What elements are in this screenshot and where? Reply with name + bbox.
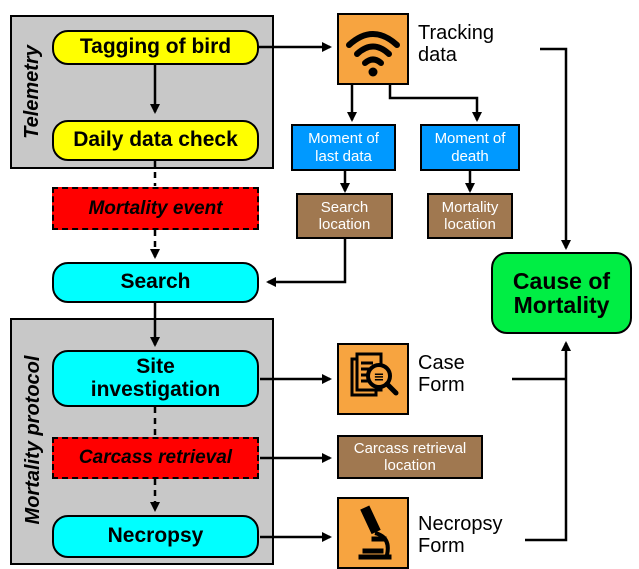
- step-site-investigation: Site investigation: [52, 350, 259, 407]
- carcass-location-box: Carcass retrieval location: [337, 435, 483, 479]
- arrow-necropsy-to-cause: [525, 341, 571, 542]
- mortality-location-box: Mortality location: [427, 193, 513, 239]
- step-search: Search: [52, 262, 259, 303]
- moment-last-data-box: Moment of last data: [291, 124, 396, 171]
- step-mortality-event: Mortality event: [52, 187, 259, 230]
- document-search-icon: ≡: [337, 343, 409, 415]
- arrow-tracking-to-cause: [540, 47, 571, 250]
- necropsy-form-label: Necropsy Form: [418, 513, 503, 557]
- step-carcass-retrieval: Carcass retrieval: [52, 437, 259, 479]
- arrow-searchloc-to-search: [266, 238, 347, 287]
- wifi-signal-icon: [337, 13, 409, 85]
- tracking-data-label: Tracking data: [418, 22, 494, 66]
- case-form-label: Case Form: [418, 352, 465, 396]
- step-daily-check: Daily data check: [52, 120, 259, 161]
- step-tagging: Tagging of bird: [52, 30, 259, 65]
- cause-of-mortality-box: Cause of Mortality: [491, 252, 632, 334]
- search-location-box: Search location: [296, 193, 393, 239]
- step-necropsy: Necropsy: [52, 515, 259, 558]
- microscope-icon: [337, 497, 409, 569]
- svg-text:≡: ≡: [374, 370, 385, 385]
- arrow-tracking-to-death: [388, 84, 482, 122]
- moment-death-box: Moment of death: [420, 124, 520, 171]
